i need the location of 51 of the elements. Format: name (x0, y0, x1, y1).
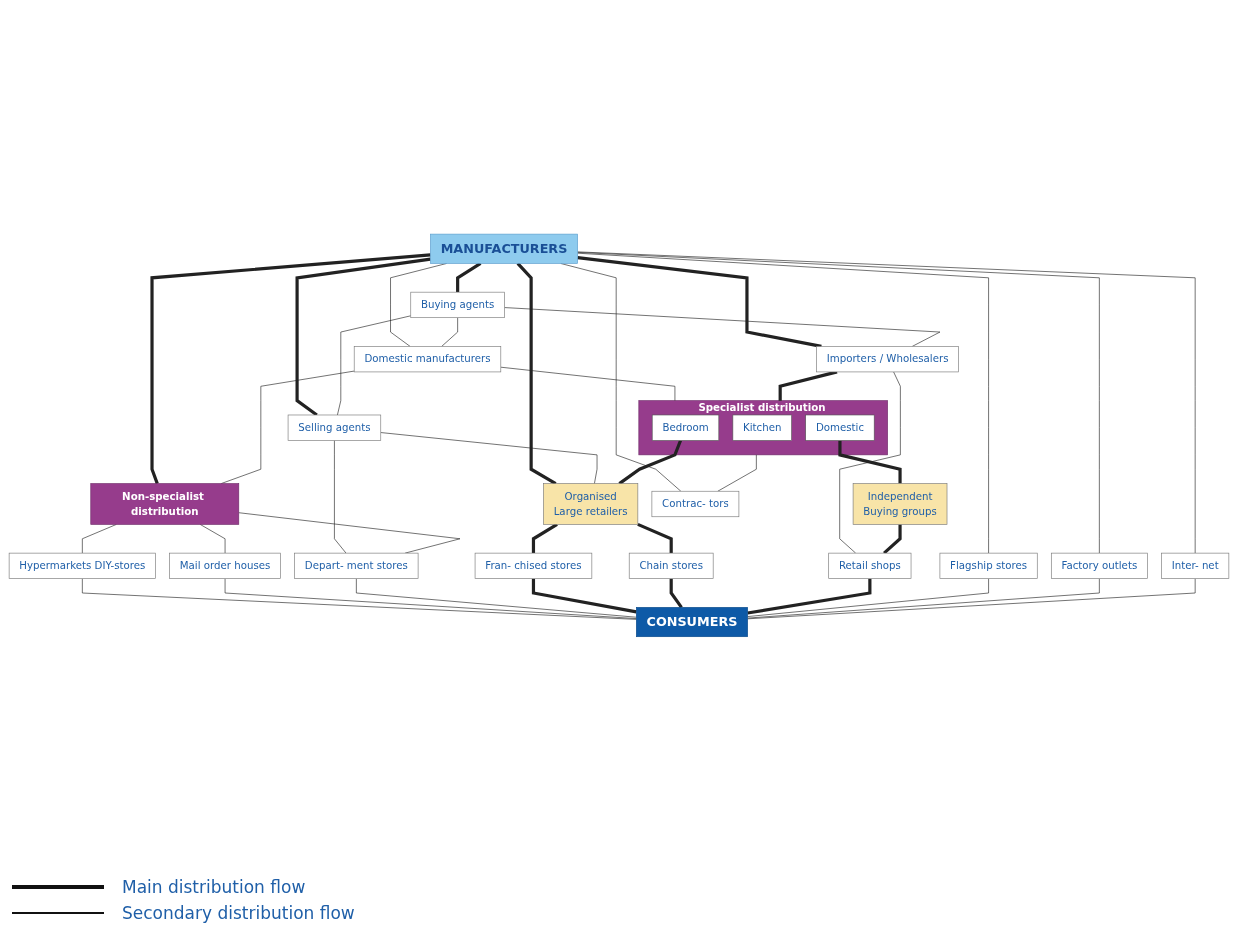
connector (576, 252, 989, 554)
node-box: Inter- net (1160, 552, 1229, 579)
connector (81, 523, 117, 554)
node-box: Non-specialist distribution (89, 482, 239, 525)
connector (531, 578, 637, 613)
connector (746, 577, 1195, 619)
connector (81, 577, 637, 620)
connector (617, 439, 682, 485)
node-box: Independent Buying groups (852, 482, 947, 525)
node-box: Importers / Wholesalers (815, 345, 959, 372)
connector (237, 512, 460, 554)
node-box: Mail order houses (168, 552, 281, 579)
node-box: Factory outlets (1050, 552, 1148, 579)
node-box: MANUFACTURERS (429, 233, 578, 264)
node-box: Kitchen (732, 414, 792, 441)
node-box: CONSUMERS (635, 606, 748, 637)
node-box: Flagship stores (939, 552, 1038, 579)
connector (669, 578, 683, 608)
connector (882, 524, 902, 554)
connector (333, 439, 346, 554)
legend-text: Main distribution flow (122, 877, 306, 897)
node-box: Organised Large retailers (542, 482, 638, 525)
connector (295, 257, 431, 416)
connector (576, 251, 1195, 554)
node-box: Depart- ment stores (293, 552, 418, 579)
connector (336, 315, 411, 415)
connector (576, 251, 1100, 554)
connector (838, 371, 901, 554)
connector (746, 578, 871, 615)
node-box: Buying agents (409, 291, 505, 318)
node-box: Domestic (804, 414, 875, 441)
connector (379, 431, 597, 484)
node-box: Retail shops (827, 552, 911, 579)
node-box: Contrac- tors (651, 490, 739, 517)
node-box: Bedroom (651, 414, 719, 441)
connector (149, 252, 431, 484)
connector (355, 577, 637, 618)
legend-text: Secondary distribution flow (122, 903, 355, 923)
node-box: Selling agents (287, 414, 381, 441)
connector (500, 366, 675, 401)
connector (837, 440, 902, 484)
connector (636, 522, 673, 553)
connector (746, 577, 989, 617)
connector (199, 523, 225, 554)
connector (746, 577, 1100, 618)
connector (224, 577, 637, 619)
node-box: Fran- chised stores (474, 552, 592, 579)
node-box: Hypermarkets DIY-stores (8, 552, 156, 579)
connector (503, 306, 940, 347)
node-box: Domestic manufacturers (353, 345, 501, 372)
node-box: Chain stores (628, 552, 713, 579)
